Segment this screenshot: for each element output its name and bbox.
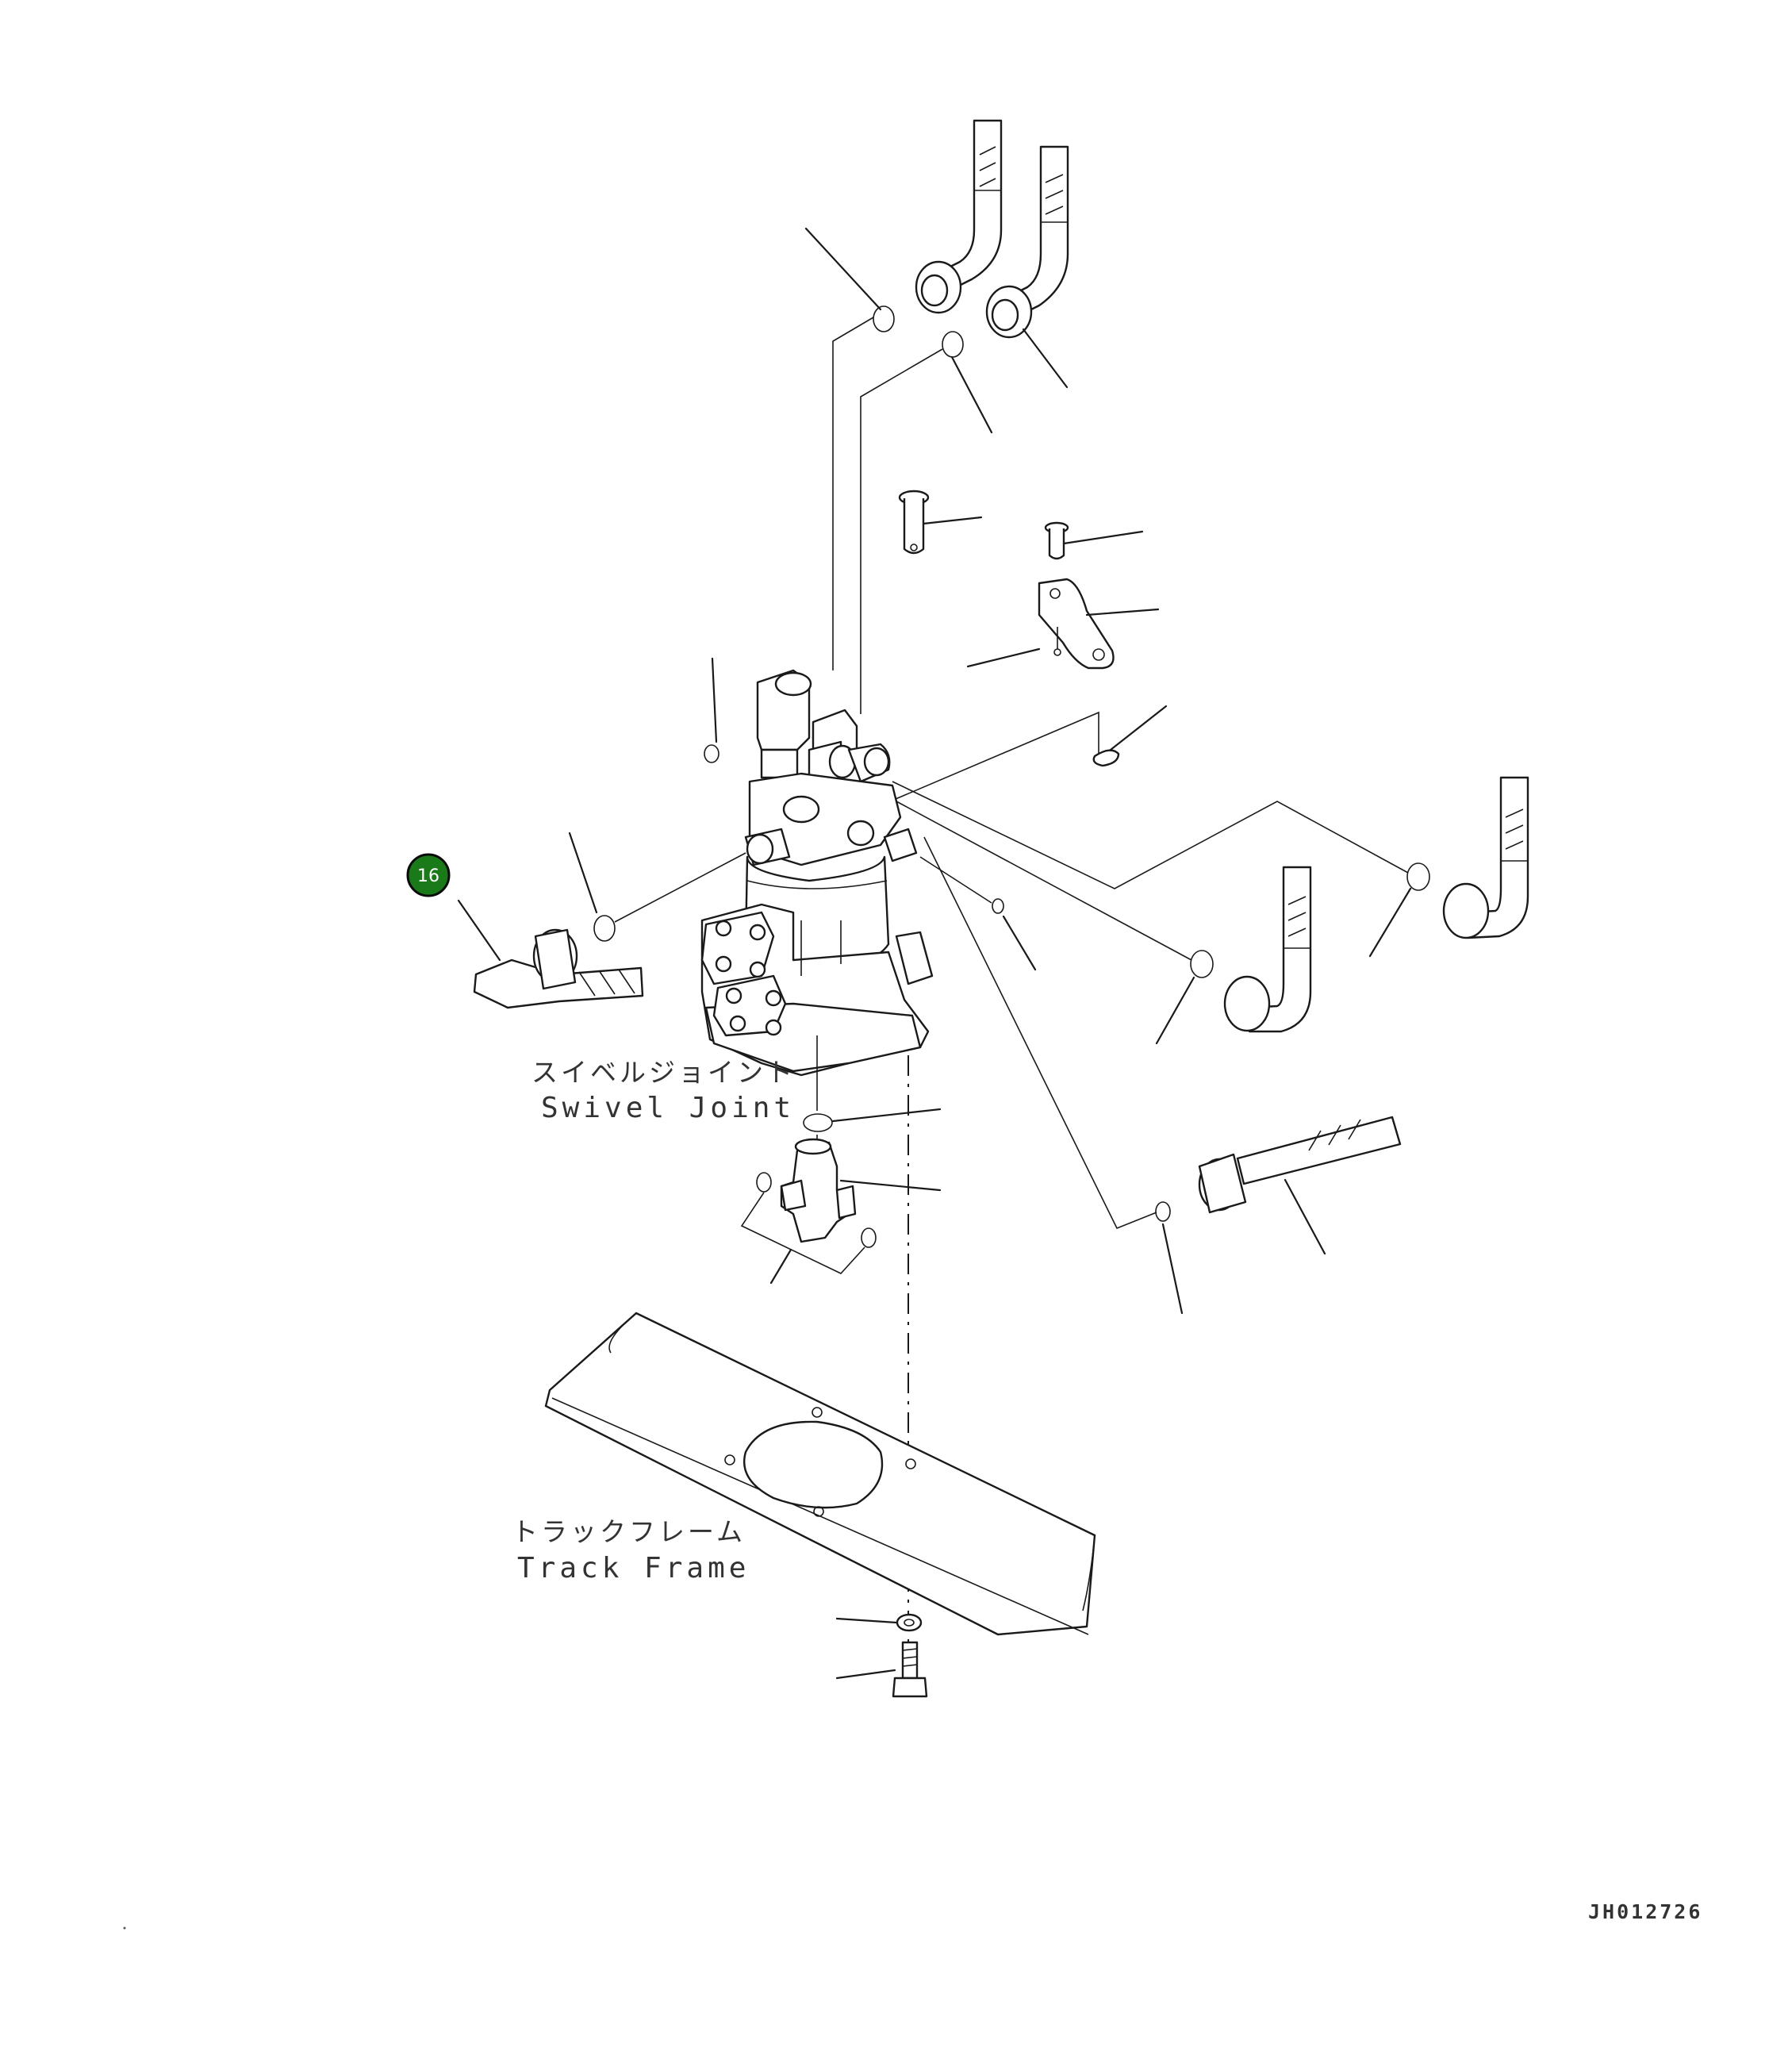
o-ring-tee-1 [756,1172,772,1193]
bolt [892,1641,928,1698]
washer [896,1613,923,1632]
o-ring-small-3 [1155,1201,1171,1222]
right-hose-lower [1198,1116,1402,1214]
snap-ring [1092,749,1120,767]
swivel-joint [700,669,934,1077]
track-frame-label-en: Track Frame [517,1552,750,1584]
o-ring-small-1 [704,744,719,763]
o-ring-top-2 [942,331,964,358]
right-hose-upper [1442,776,1529,939]
o-ring-left [593,915,616,942]
pin-1 [898,490,930,555]
right-hose-middle [1223,866,1312,1033]
o-ring-right-2 [1190,950,1214,978]
top-hose-left [915,119,1003,314]
drawing-number: JH012726 [1588,1900,1702,1923]
callout-16[interactable]: 16 [406,853,451,897]
swivel-joint-label-en: Swivel Joint [541,1092,795,1124]
callout-16-number[interactable]: 16 [417,866,439,886]
o-ring-tee-2 [861,1227,877,1248]
o-ring-small-2 [992,898,1004,914]
top-hose-right [985,145,1069,339]
tee-adapter [780,1138,857,1243]
o-ring-top-1 [873,305,895,332]
plate-bracket [1038,578,1115,670]
hose-left-part-16 [473,928,644,1009]
swivel-joint-label-jp: スイベルジョイント [531,1057,796,1088]
track-frame [544,1312,1096,1636]
track-frame-label-jp: トラックフレーム [512,1516,746,1547]
o-ring-bottom [803,1113,833,1132]
callout-16-circle[interactable] [406,853,451,897]
o-ring-right-1 [1406,862,1430,891]
pin-2 [1044,521,1069,560]
